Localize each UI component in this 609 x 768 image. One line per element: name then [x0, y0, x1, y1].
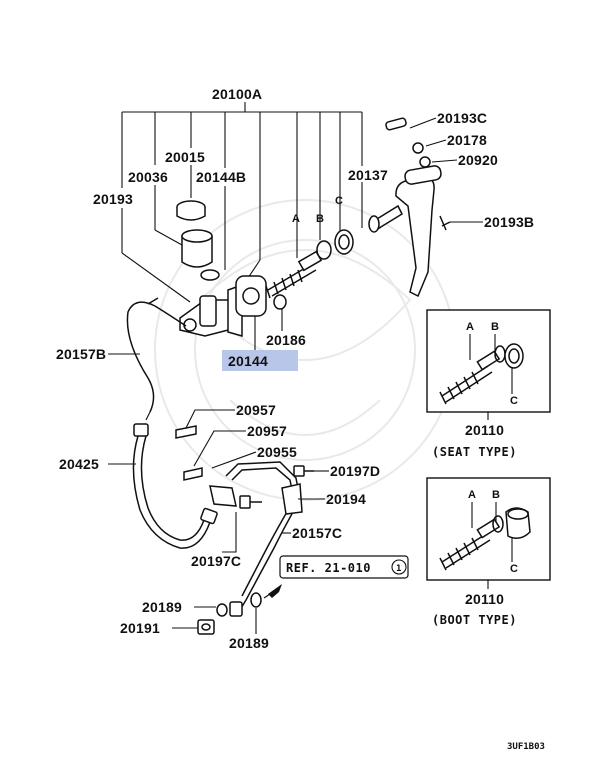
bolt-20191 — [197, 619, 215, 635]
grommet — [200, 269, 220, 281]
callout-20920: 20920 — [458, 152, 498, 168]
seat-type-label: (SEAT TYPE) — [432, 445, 517, 459]
callout-20036: 20036 — [128, 169, 168, 185]
seat-letter-B: B — [491, 321, 499, 333]
callout-20957-a: 20957 — [236, 402, 276, 418]
callout-20425: 20425 — [59, 456, 99, 472]
seat-part-number: 20110 — [465, 422, 504, 438]
boot-part-number: 20110 — [465, 591, 504, 607]
pipe-20157B — [126, 301, 187, 413]
clip-20957-b — [183, 467, 203, 481]
reservoir-tank — [181, 229, 213, 268]
seat-letter-A: A — [466, 321, 474, 333]
callout-20955: 20955 — [257, 444, 297, 460]
seat-letter-C: C — [510, 395, 518, 407]
callout-20100A: 20100A — [212, 86, 262, 102]
callout-20193: 20193 — [93, 191, 133, 207]
reservoir-cap — [176, 200, 206, 221]
boot-letter-B: B — [492, 489, 500, 501]
bolt-20197D — [293, 465, 314, 477]
callout-20015: 20015 — [165, 149, 205, 165]
callout-20144B: 20144B — [196, 169, 246, 185]
callout-20178: 20178 — [447, 132, 487, 148]
clip-20957-a — [175, 425, 197, 439]
callout-20157C: 20157C — [292, 525, 342, 541]
callout-20193B: 20193B — [484, 214, 534, 230]
callout-20957-b: 20957 — [247, 423, 287, 439]
inset-boot-type: A B C — [426, 477, 551, 581]
hose-20425 — [132, 423, 218, 549]
boot-letter-C: C — [510, 563, 518, 575]
bracket-20194 — [209, 483, 303, 515]
gasket-20144 — [235, 275, 267, 317]
clutch-pedal — [368, 117, 451, 298]
diagram-code: 3UF1B03 — [507, 742, 545, 752]
bolt-20197C — [239, 495, 262, 509]
callout-20189-a: 20189 — [142, 599, 182, 615]
callout-20144[interactable]: 20144 — [228, 353, 268, 369]
callout-20194: 20194 — [326, 491, 366, 507]
reference-box[interactable]: REF. 21-010 1 — [279, 555, 409, 579]
reference-circled-number: 1 — [396, 564, 401, 574]
inset-seat-type: A B C — [426, 309, 551, 413]
washer-20189-b — [250, 592, 262, 608]
boot-type-label: (BOOT TYPE) — [432, 613, 517, 627]
callout-20189-b: 20189 — [229, 635, 269, 651]
callout-20197C: 20197C — [191, 553, 241, 569]
master-cylinder-body — [179, 283, 243, 337]
letter-B: B — [316, 213, 324, 225]
callout-20137: 20137 — [348, 167, 388, 183]
letter-A: A — [292, 213, 300, 225]
callout-20191: 20191 — [120, 620, 160, 636]
seat-main — [334, 229, 354, 255]
boot-letter-A: A — [468, 489, 476, 501]
callout-20157B: 20157B — [56, 346, 106, 362]
callout-20193C: 20193C — [437, 110, 487, 126]
reference-circle — [391, 559, 407, 575]
letter-C: C — [335, 195, 343, 207]
callout-20186: 20186 — [266, 332, 306, 348]
ring-main — [316, 240, 332, 260]
reference-text: REF. 21-010 — [286, 561, 371, 575]
highlight-20144 — [222, 350, 298, 371]
push-rod-main — [265, 250, 323, 299]
pipe-fitting — [147, 297, 159, 305]
bushing-20186 — [273, 294, 287, 310]
callout-20197D: 20197D — [330, 463, 380, 479]
washer-20189-a — [216, 603, 228, 617]
union-bolt — [229, 601, 243, 617]
